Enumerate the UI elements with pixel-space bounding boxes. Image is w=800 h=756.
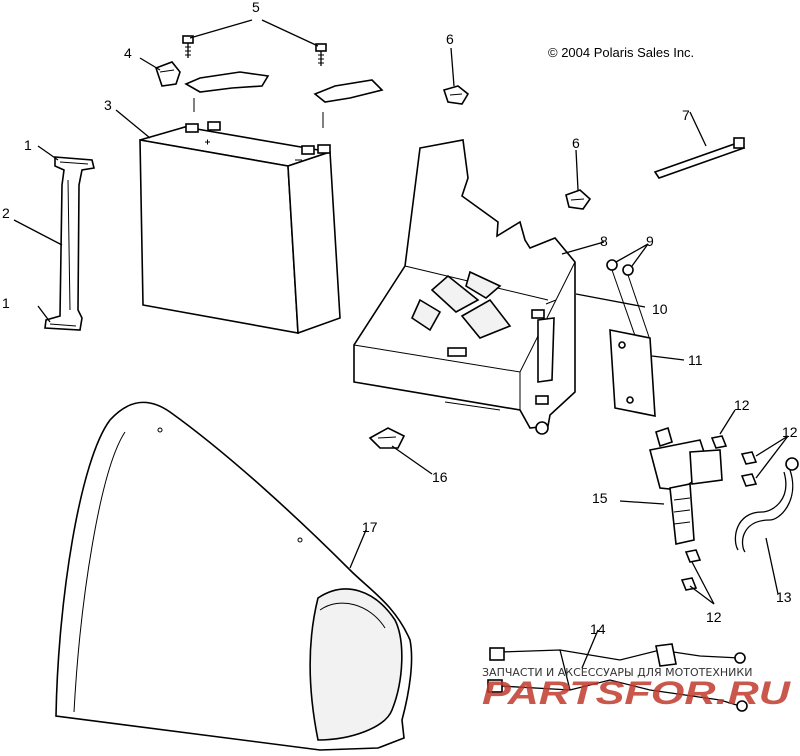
battery-cable-right (313, 79, 384, 128)
battery-part (139, 121, 341, 335)
push-clip-part (368, 427, 406, 449)
mounting-bracket-part (609, 329, 656, 417)
side-cover-part (55, 401, 413, 751)
callout-labels: 1 2 1 3 4 5 6 6 7 8 9 10 11 12 12 12 13 … (2, 0, 798, 637)
callout-1-top: 1 (24, 137, 32, 153)
callout-10: 10 (652, 301, 668, 317)
leader-lines (13, 19, 789, 669)
callout-13: 13 (776, 589, 792, 605)
watermark: ЗАПЧАСТИ И АКСЕССУАРЫ ДЛЯ МОТОТЕХНИКИ PA… (482, 666, 791, 711)
clip-nut-lower (565, 189, 592, 210)
callout-17: 17 (362, 519, 378, 535)
callout-12-c: 12 (706, 609, 722, 625)
battery-box-part (353, 139, 576, 435)
callout-14: 14 (590, 621, 606, 637)
callout-12-a: 12 (734, 397, 750, 413)
terminal-cap-part (154, 61, 181, 87)
callout-9: 9 (646, 233, 654, 249)
callout-7: 7 (682, 107, 690, 123)
callout-3: 3 (104, 97, 112, 113)
callout-6-lower: 6 (572, 135, 580, 151)
battery-strap-part (44, 156, 95, 331)
callout-1-bottom: 1 (2, 295, 10, 311)
callout-4: 4 (124, 45, 132, 61)
nut-part-a (710, 435, 728, 449)
battery-cable-part (734, 457, 799, 553)
callout-15: 15 (592, 490, 608, 506)
cable-tie-part (653, 137, 746, 179)
battery-bolt-left (182, 35, 194, 58)
callout-2: 2 (2, 205, 10, 221)
battery-bolt-right (315, 43, 327, 66)
callout-8: 8 (600, 233, 608, 249)
nut-part-b (740, 451, 758, 487)
watermark-tagline: ЗАПЧАСТИ И АКСЕССУАРЫ ДЛЯ МОТОТЕХНИКИ (482, 666, 752, 679)
callout-16: 16 (432, 469, 448, 485)
battery-cable-left (184, 71, 270, 112)
clip-nut-upper (442, 85, 470, 105)
callout-6-upper: 6 (446, 31, 454, 47)
callout-11: 11 (688, 352, 703, 368)
callout-5: 5 (252, 0, 260, 15)
wiring-harness-part (487, 643, 748, 712)
solenoid-part (649, 426, 723, 545)
callout-12-b: 12 (782, 424, 798, 440)
nut-part-c (680, 549, 702, 591)
copyright-text: © 2004 Polaris Sales Inc. (548, 45, 694, 60)
watermark-brand: PARTSFOR.RU (482, 675, 791, 711)
